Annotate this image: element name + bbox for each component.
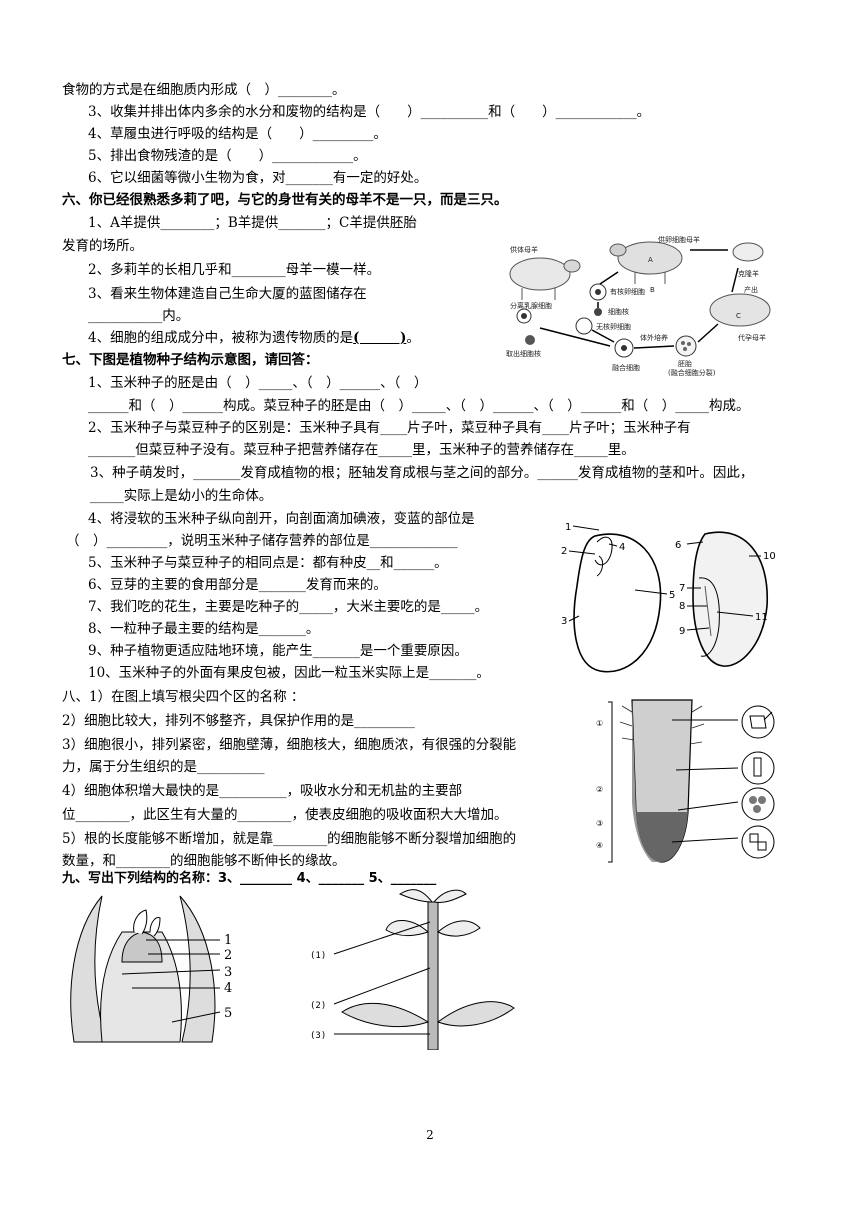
q7-4b: （ ）_________，说明玉米种子储存营养的部位是_____________ [66, 533, 458, 549]
seed-label-5: 5 [669, 590, 675, 601]
q6-2: 2、多莉羊的长相几乎和________母羊一模一样。 [88, 262, 381, 278]
q8-5: 5）根的长度能够不断增加，就是靠________的细胞能够不断分裂增加细胞的 [62, 831, 517, 847]
section-7-title: 七、下图是植物种子结构示意图，请回答： [62, 352, 319, 368]
line-respiration: 4、草履虫进行呼吸的结构是（ ）_________。 [88, 126, 387, 142]
label-birth: 产出 [744, 285, 758, 294]
label-fused-cell: 融合细胞 [612, 363, 640, 372]
seed-label-2: 2 [561, 546, 567, 557]
page-number: 2 [426, 1128, 434, 1142]
q8-3: 3）细胞很小，排列紧密，细胞壁薄，细胞核大，细胞质浓，有很强的分裂能 [62, 737, 517, 753]
q8-4: 4）细胞体积增大最快的是__________，吸收水分和无机盐的主要部 [62, 783, 463, 799]
label-division: (融合细胞分裂) [668, 368, 716, 377]
stem-label-3: (3) [310, 1031, 326, 1041]
q8-5b: 数量，和________的细胞能够不断伸长的缘故。 [62, 853, 346, 869]
q7-1: 1、玉米种子的胚是由（ ）_____、（ ）______、（ ） [88, 375, 428, 391]
q7-4: 4、将浸软的玉米种子纵向剖开，向剖面滴加碘液，变蓝的部位是 [88, 511, 475, 527]
label-clone: 克隆羊 [738, 269, 759, 278]
section-6-title: 六、你已经很熟悉多莉了吧，与它的身世有关的母羊不是一只，而是三只。 [62, 192, 508, 208]
line-waste: 5、排出食物残渣的是（ ）____________。 [88, 148, 367, 164]
q7-10: 10、玉米种子的外面有果皮包被，因此一粒玉米实际上是_______。 [88, 665, 490, 681]
label-enucleated-egg: 无核卵细胞 [596, 322, 631, 331]
q8-4b: 位________，此区生有大量的________，使表皮细胞的吸收面积大大增加… [62, 807, 508, 823]
label-culture: 体外培养 [640, 333, 668, 342]
seed-label-7: 7 [679, 583, 685, 594]
seed-label-8: 8 [679, 601, 685, 612]
q8-2: 2）细胞比较大，排列不够整齐，具保护作用的是_________ [62, 713, 415, 729]
q7-3b: _____实际上是幼小的生命体。 [90, 488, 273, 504]
root-tip-figure: ① ② ③ ④ [596, 699, 775, 863]
label-embryo: 胚胎 [678, 359, 692, 368]
label-donor: 供体母羊 [510, 245, 538, 254]
q6-4-text: 4、细胞的组成成分中，被称为遗传物质的是 [88, 330, 354, 346]
seed-label-11: 11 [755, 612, 768, 623]
bud-label-5: 5 [224, 1006, 232, 1021]
root-zone-2: ② [596, 785, 603, 794]
label-mammary: 分离乳腺细胞 [510, 301, 552, 310]
bud-label-3: 3 [224, 965, 232, 980]
q6-1: 1、A羊提供________；B羊提供_______；C羊提供胚胎 [88, 215, 417, 231]
q7-3: 3、种子萌发时，_______发育成植物的根；胚轴发育成根与茎之间的部分。___… [90, 465, 754, 481]
q7-9: 9、种子植物更适应陆地环境，能产生_______是一个重要原因。 [88, 643, 468, 659]
q6-1b: 发育的场所。 [62, 238, 143, 254]
section-8-title: 八、1）在图上填写根尖四个区的名称 ： [62, 689, 305, 705]
q8-3b: 力，属于分生组织的是__________ [62, 759, 265, 775]
label-nucleated-egg: 有核卵细胞 [610, 287, 645, 296]
stem-label-2: (2) [310, 1001, 326, 1011]
bud-label-1: 1 [224, 933, 232, 948]
sheep-cloning-figure: 供体母羊 A 供卵细胞母羊 克隆羊 C 代孕母羊 产出 分离乳腺细胞 有核卵细胞… [506, 235, 771, 377]
label-B: B [650, 286, 655, 294]
line-excretion: 3、收集并排出体内多余的水分和废物的结构是（ ）__________和（ ）__… [88, 104, 651, 120]
root-zone-1: ① [596, 719, 603, 728]
seed-label-9: 9 [679, 626, 685, 637]
stem-plant-figure: (1) (2) (3) [310, 889, 515, 1050]
q7-6: 6、豆芽的主要的食用部分是_______发育而来的。 [88, 577, 387, 593]
label-nucleus: 细胞核 [608, 307, 629, 316]
seed-label-3: 3 [561, 616, 567, 627]
seed-label-4: 4 [619, 542, 625, 553]
q7-5: 5、玉米种子与菜豆种子的相同点是：都有种皮__和______。 [88, 555, 448, 571]
q6-4-blank: ( ) [353, 330, 407, 346]
label-C: C [736, 312, 741, 320]
q7-2: 2、玉米种子与菜豆种子的区别是：玉米种子具有____片子叶，菜豆种子具有____… [88, 420, 691, 436]
seed-label-10: 10 [763, 551, 776, 562]
label-egg-donor: 供卵细胞母羊 [658, 235, 700, 244]
stem-label-1: (1) [310, 951, 326, 961]
q6-3b: ___________内。 [88, 308, 190, 324]
q7-7: 7、我们吃的花生，主要是吃种子的_____，大米主要吃的是_____。 [88, 599, 489, 615]
label-A: A [648, 256, 653, 264]
label-extract-nucleus: 取出细胞核 [506, 349, 541, 358]
q7-2b: _______但菜豆种子没有。菜豆种子把营养储存在_____里，玉米种子的营养储… [88, 442, 635, 458]
q6-3: 3、看来生物体建造自己生命大厦的蓝图储存在 [88, 286, 367, 302]
seed-structure-figure: 1 2 3 4 5 6 7 8 9 10 11 [561, 522, 776, 673]
line-bacteria: 6、它以细菌等微小生物为食，对_______有一定的好处。 [88, 170, 428, 186]
line-food: 食物的方式是在细胞质内形成（ ）________。 [62, 82, 346, 98]
bud-label-2: 2 [224, 948, 232, 963]
seed-label-1: 1 [565, 522, 571, 533]
q7-8: 8、一粒种子最主要的结构是_______。 [88, 621, 320, 637]
seed-label-6: 6 [675, 540, 681, 551]
q6-4: 4、细胞的组成成分中，被称为遗传物质的是( )。 [88, 328, 420, 348]
root-zone-4: ④ [596, 841, 603, 850]
bud-structure-figure: 1 2 3 4 5 [70, 895, 232, 1043]
bud-label-4: 4 [224, 981, 232, 996]
root-zone-3: ③ [596, 819, 603, 828]
q7-1b: ______和（ ）______构成。菜豆种子的胚是由（ ）_____、（ ）_… [88, 398, 750, 414]
q6-4-end: 。 [406, 330, 420, 346]
label-surrogate: 代孕母羊 [738, 333, 766, 342]
section-9-title: 九、写出下列结构的名称：3、________ 4、_______ 5、_____… [62, 871, 437, 886]
